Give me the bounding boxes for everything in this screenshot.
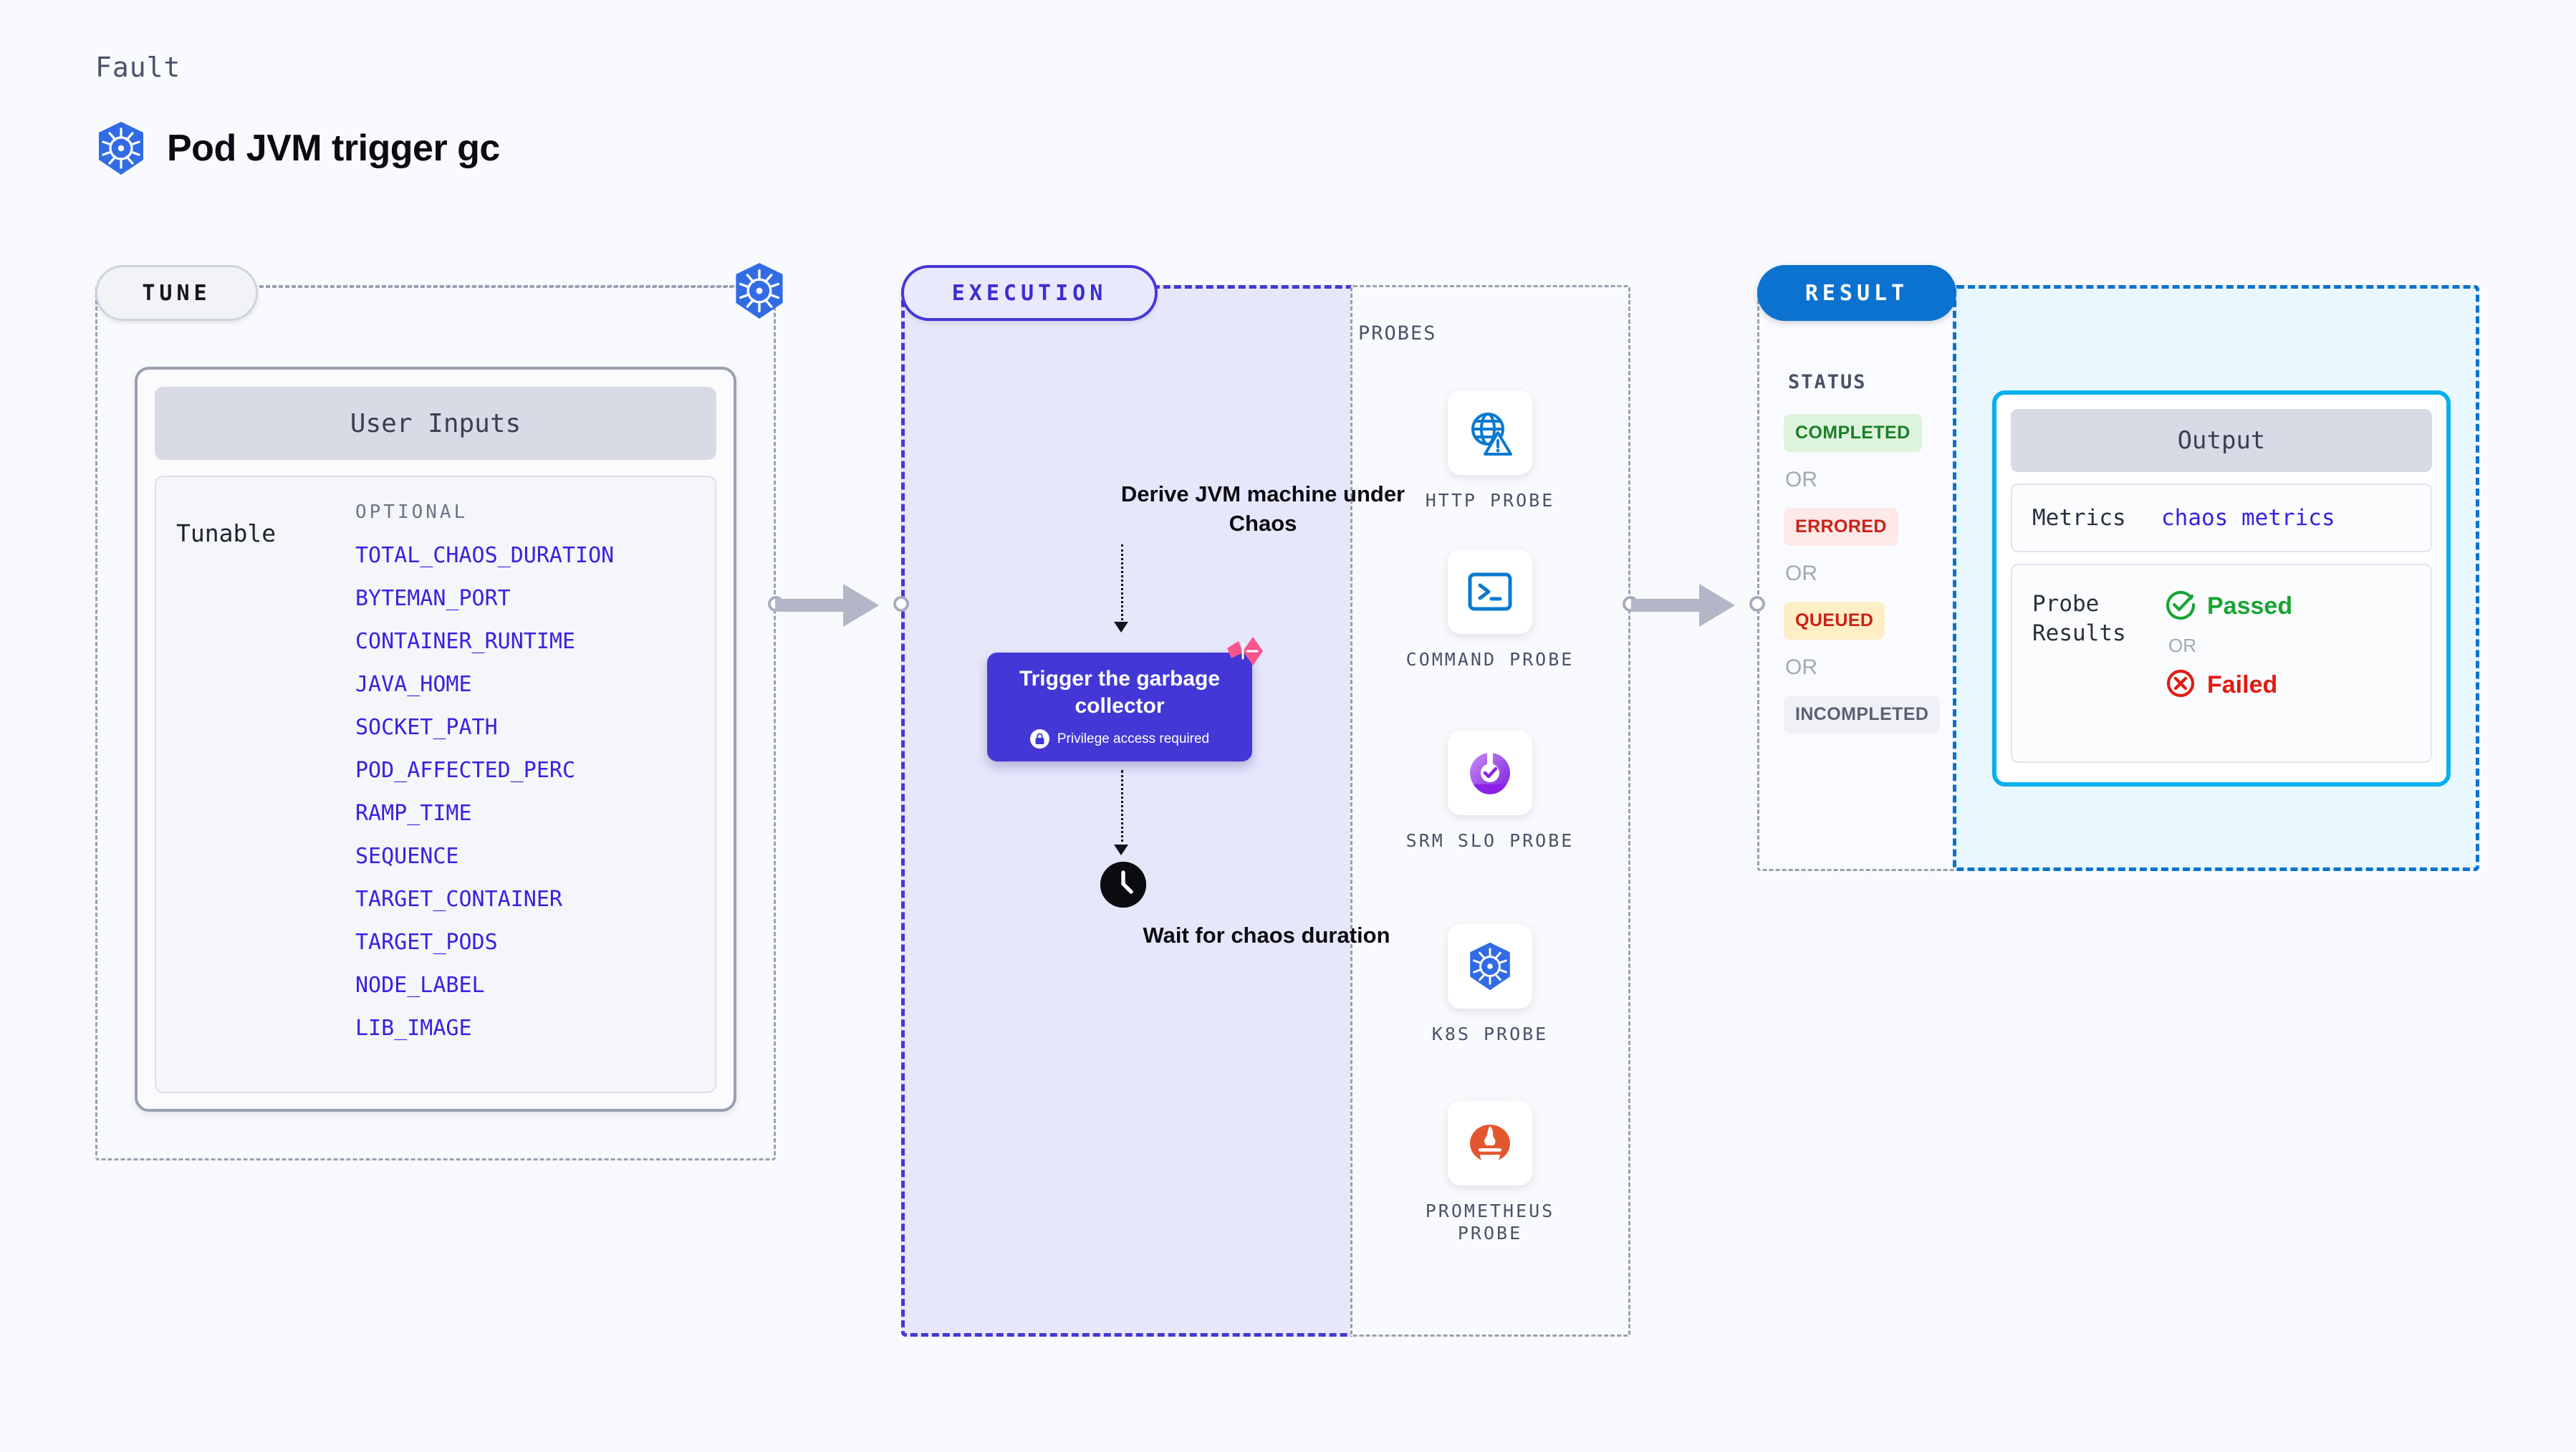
privilege-note-label: Privilege access required [1057, 731, 1210, 746]
tunable-item[interactable]: TOTAL_CHAOS_DURATION [355, 543, 615, 568]
or-separator: OR [2168, 635, 2196, 657]
srm-slo-icon [1448, 731, 1532, 815]
probe-srm-slo[interactable]: SRM SLO PROBE [1397, 731, 1583, 852]
probe-k8s[interactable]: K8S PROBE [1397, 924, 1583, 1045]
probes-section-label: PROBES [1358, 322, 1437, 345]
status-badge: ERRORED [1784, 508, 1898, 546]
kubernetes-icon-tune [732, 261, 787, 324]
prometheus-icon [1448, 1101, 1532, 1186]
optional-label: OPTIONAL [355, 501, 468, 523]
probe-label: K8S PROBE [1431, 1024, 1549, 1044]
page-kicker: Fault [95, 52, 181, 83]
user-inputs-card: User Inputs Tunable OPTIONAL TOTAL_CHAOS… [135, 367, 736, 1112]
stage-pill-execution[interactable]: EXECUTION [901, 265, 1158, 321]
tag-flag-icon [1221, 634, 1266, 678]
x-circle-icon [2166, 668, 2196, 702]
status-badge: INCOMPLETED [1784, 696, 1941, 734]
output-title: Output [2011, 409, 2432, 472]
tunable-item[interactable]: TARGET_PODS [355, 930, 498, 955]
execution-step-wait-label: Wait for chaos duration [1143, 923, 1390, 948]
probe-label: SRM SLO PROBE [1405, 830, 1575, 851]
stage-pill-tune[interactable]: TUNE [95, 265, 258, 321]
probe-prometheus[interactable]: PROMETHEUS PROBE [1397, 1101, 1583, 1245]
execution-step-derive-label: Derive JVM machine under Chaos [1120, 481, 1405, 536]
flow-arrow-execution-result [1631, 584, 1735, 627]
probe-command[interactable]: COMMAND PROBE [1397, 549, 1583, 670]
globe-warning-icon [1448, 390, 1532, 475]
connector-node-right-1 [893, 596, 909, 612]
tunable-group-label: Tunable [176, 519, 277, 547]
or-separator: OR [1785, 562, 1817, 585]
output-row-metrics: Metrics chaos metrics [2011, 484, 2432, 553]
status-badge: COMPLETED [1784, 414, 1922, 452]
tunable-item[interactable]: NODE_LABEL [355, 973, 485, 998]
tunable-list: OPTIONAL TOTAL_CHAOS_DURATION BYTEMAN_PO… [355, 501, 614, 1092]
trigger-garbage-collector-card[interactable]: Trigger the garbage collector Privilege … [987, 653, 1252, 761]
status-section-label: STATUS [1788, 371, 1867, 393]
check-circle-icon [2166, 590, 2196, 623]
output-row-probe-results: Probe Results Passed OR [2011, 564, 2432, 764]
lock-icon [1029, 729, 1049, 749]
terminal-icon [1448, 549, 1532, 634]
probe-results-values: Passed OR Failed [2161, 590, 2292, 702]
flow-arrow-tune-execution [775, 584, 879, 627]
metrics-key-label: Metrics [2032, 505, 2126, 531]
passed-label: Passed [2207, 592, 2293, 620]
status-badge: QUEUED [1784, 602, 1885, 640]
tunable-body: Tunable OPTIONAL TOTAL_CHAOS_DURATION BY… [155, 476, 716, 1093]
probe-result-failed: Failed [2166, 668, 2292, 702]
or-separator: OR [1785, 468, 1817, 491]
tunable-item[interactable]: CONTAINER_RUNTIME [355, 629, 576, 654]
status-list: COMPLETED OR ERRORED OR QUEUED OR INCOMP… [1784, 414, 1948, 734]
flow-arrowhead-1 [1114, 622, 1128, 633]
tunable-item[interactable]: LIB_IMAGE [355, 1016, 472, 1041]
flow-arrowhead-2 [1114, 845, 1128, 855]
probe-label: COMMAND PROBE [1405, 649, 1575, 670]
tunable-item[interactable]: RAMP_TIME [355, 801, 472, 826]
output-card: Output Metrics chaos metrics Probe Resul… [1992, 390, 2451, 787]
stage-pill-result[interactable]: RESULT [1757, 265, 1956, 321]
kubernetes-icon [1448, 924, 1532, 1009]
tune-leader-line [259, 286, 746, 288]
flow-line-1 [1121, 544, 1123, 625]
probe-label: HTTP PROBE [1425, 490, 1555, 511]
failed-label: Failed [2207, 671, 2278, 699]
probe-label: PROMETHEUS PROBE [1425, 1201, 1555, 1244]
or-separator: OR [1785, 655, 1817, 679]
page-title: Pod JVM trigger gc [167, 128, 500, 169]
privilege-note: Privilege access required [1029, 729, 1210, 749]
tunable-item[interactable]: POD_AFFECTED_PERC [355, 758, 576, 783]
probe-results-key-label: Probe Results [2032, 591, 2126, 646]
flow-line-2 [1121, 770, 1123, 847]
tunable-item[interactable]: SOCKET_PATH [355, 715, 498, 740]
tunable-item[interactable]: SEQUENCE [355, 844, 459, 869]
user-inputs-title: User Inputs [155, 387, 716, 460]
probe-http[interactable]: HTTP PROBE [1397, 390, 1583, 511]
trigger-card-title: Trigger the garbage collector [1019, 666, 1221, 718]
tunable-item[interactable]: TARGET_CONTAINER [355, 887, 562, 912]
tunable-item[interactable]: JAVA_HOME [355, 672, 472, 697]
connector-node-right-2 [1749, 596, 1765, 612]
kubernetes-icon [95, 120, 147, 176]
result-status-container [1757, 285, 1960, 871]
metrics-value[interactable]: chaos metrics [2161, 505, 2335, 532]
probe-result-passed: Passed [2166, 590, 2292, 623]
page-header: Pod JVM trigger gc [95, 120, 500, 176]
clock-icon [1100, 862, 1146, 908]
tunable-item[interactable]: BYTEMAN_PORT [355, 586, 511, 611]
